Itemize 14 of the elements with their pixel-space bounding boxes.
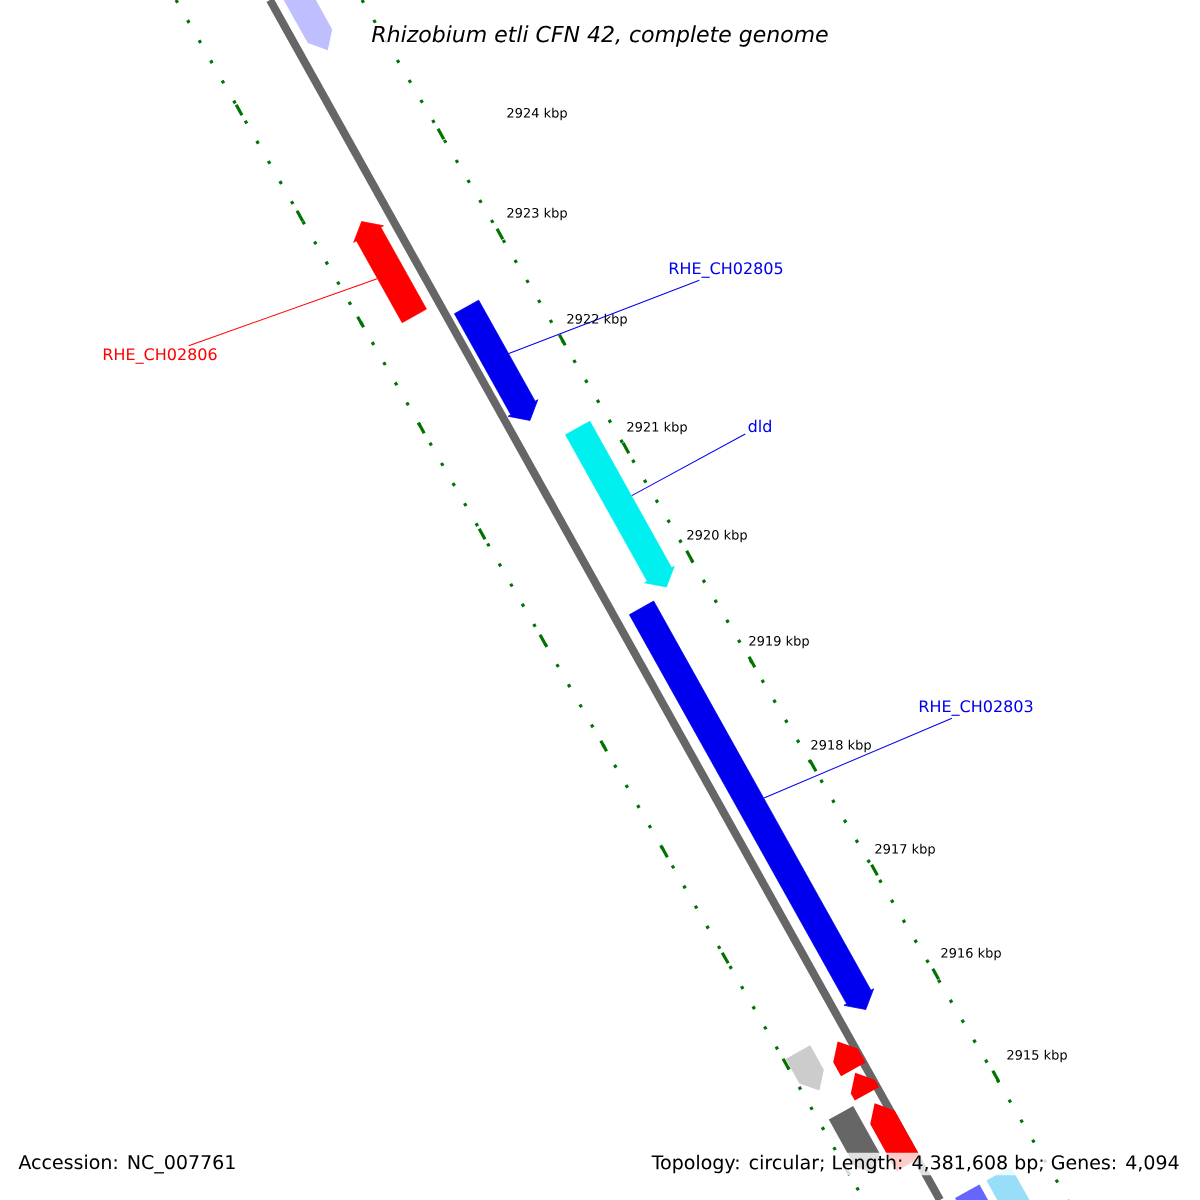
leader-line	[508, 279, 700, 354]
gene-label: dld	[748, 419, 771, 433]
gene-label: RHE_CH02805	[669, 262, 783, 278]
title: Rhizobium etli CFN 42, complete genome	[369, 23, 831, 49]
gene-feature	[629, 600, 875, 1010]
gene-label: RHE_CH02803	[919, 700, 1033, 716]
leader-line	[188, 278, 378, 347]
gene-feature	[353, 221, 427, 324]
leader-line	[763, 717, 953, 799]
genome-info-text: Topology: circular; Length: 4,381,608 bp; Genes: 4,094	[649, 1152, 1182, 1176]
leader-line	[631, 433, 746, 497]
accession-text: Accession: NC_007761	[16, 1152, 239, 1176]
gene-label: RHE_CH02806	[103, 348, 217, 364]
gene-feature	[454, 299, 539, 421]
